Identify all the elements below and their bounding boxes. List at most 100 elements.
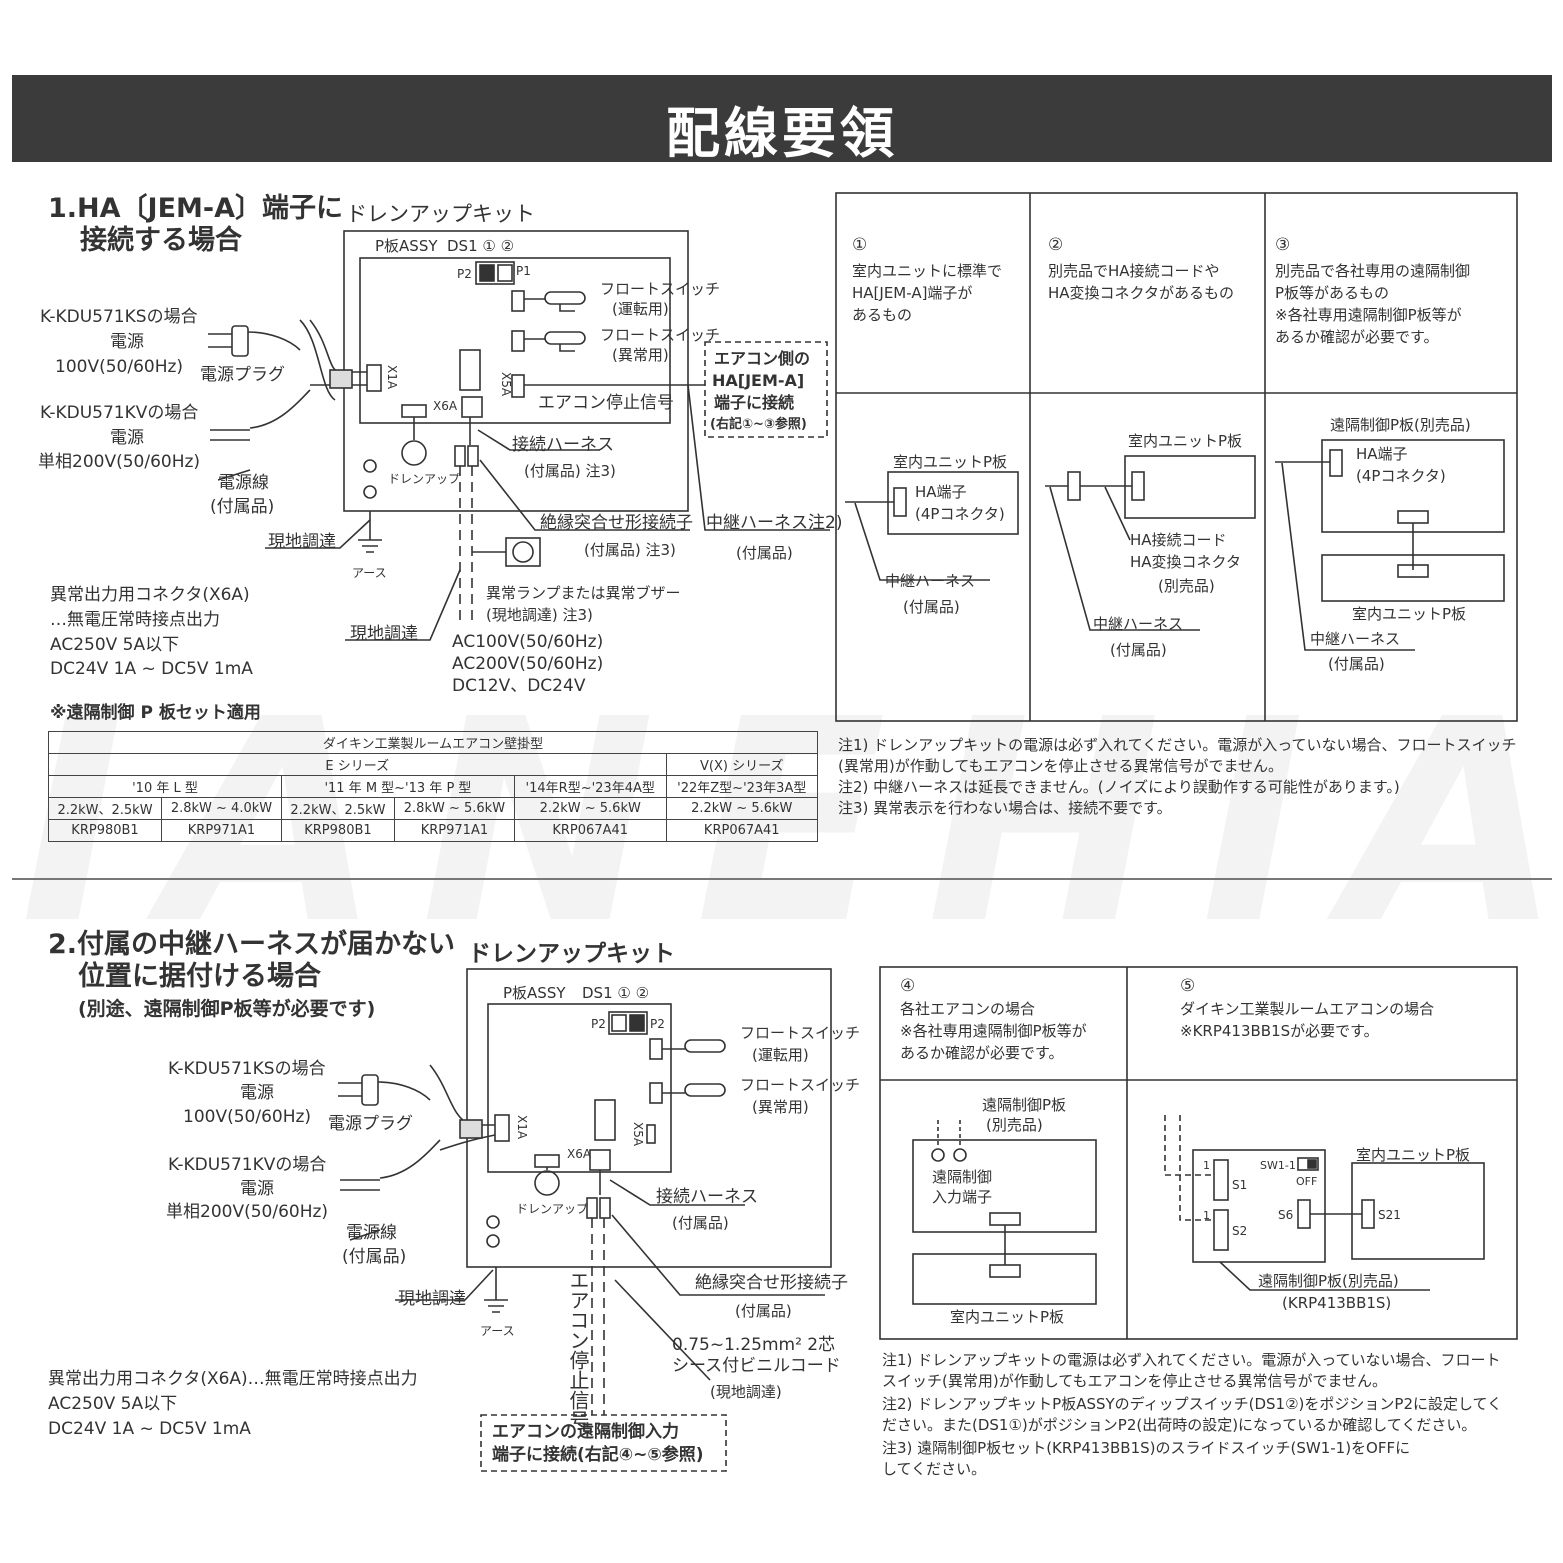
s2-power: 電源 bbox=[240, 1083, 274, 1103]
spec-part: KRP980B1 bbox=[280, 819, 395, 842]
spec-model: '10 年 L 型 bbox=[48, 775, 282, 798]
panel2-outline bbox=[879, 966, 1518, 1340]
p1-col2-conv: HA変換コネクタ bbox=[1130, 553, 1241, 571]
panel1-outline bbox=[835, 192, 1518, 722]
s1-title-line1: 1.HA〔JEM-A〕端子に bbox=[48, 193, 343, 224]
p2-col5-model: (KRP413BB1S) bbox=[1282, 1294, 1392, 1312]
spec-part: KRP971A1 bbox=[161, 819, 282, 842]
s1-v100: 100V(50/60Hz) bbox=[55, 357, 184, 377]
s1-earth: アース bbox=[352, 566, 387, 580]
s2-x6a-desc-1: 異常出力用コネクタ(X6A)…無電圧常時接点出力 bbox=[48, 1369, 418, 1389]
s1-x6a-desc-1: 異常出力用コネクタ(X6A) bbox=[50, 585, 250, 605]
p1-col2-board: 室内ユニットP板 bbox=[1128, 432, 1243, 450]
s2-earth: アース bbox=[480, 1324, 515, 1338]
s2-cable-field: (現地調達) bbox=[710, 1383, 782, 1401]
s1-ha-box-4: (右記①~③参照) bbox=[710, 417, 807, 432]
p1-col3-text-2: P板等があるもの bbox=[1275, 284, 1390, 302]
s2-remote-box-2: 端子に接続(右記④~⑤参照) bbox=[492, 1445, 704, 1465]
s2-cable2: シース付ビニルコード bbox=[672, 1356, 841, 1376]
s2-power2: 電源 bbox=[240, 1179, 274, 1199]
p1-col1-text-2: HA[JEM-A]端子が bbox=[852, 284, 973, 302]
s1-x6a: X6A bbox=[433, 399, 458, 413]
s1-title-line2: 接続する場合 bbox=[80, 225, 242, 256]
s1-dc: DC12V、DC24V bbox=[452, 676, 586, 696]
s1-float-err-2: (異常用) bbox=[612, 346, 669, 364]
p1-col2-relay-sub: (付属品) bbox=[1110, 641, 1167, 659]
s2-x5a: X5A bbox=[631, 1122, 645, 1147]
p2-col5-one-b: 1 bbox=[1203, 1209, 1210, 1222]
s1-field1: 現地調達 bbox=[268, 532, 336, 552]
s2-x6a-desc-3: DC24V 1A ~ DC5V 1mA bbox=[48, 1419, 251, 1439]
p1-col3-board: 遠隔制御P板(別売品) bbox=[1330, 416, 1471, 434]
s2-v200: 単相200V(50/60Hz) bbox=[166, 1202, 329, 1222]
s1-power-cord-included: (付属品) bbox=[210, 497, 275, 517]
p2-col4-input-1: 遠隔制御 bbox=[932, 1168, 993, 1186]
p1-col1-relay: 中継ハーネス bbox=[885, 572, 976, 590]
s2-float-run-1: フロートスイッチ bbox=[740, 1024, 861, 1042]
s1-ha-box-1: エアコン側の bbox=[714, 349, 811, 368]
s1-kdu-kv: K-KDU571KVの場合 bbox=[40, 403, 199, 423]
p1-col3-text-4: あるか確認が必要です。 bbox=[1275, 328, 1439, 346]
p1-col3-relay-sub: (付属品) bbox=[1328, 655, 1385, 673]
s1-x5a: X5A bbox=[499, 372, 513, 397]
s1-ac200: AC200V(50/60Hz) bbox=[452, 654, 604, 674]
s2-p2b: P2 bbox=[650, 1017, 665, 1031]
s1-kit-label: ドレンアップキット bbox=[346, 202, 535, 226]
s2-x1a: X1A bbox=[515, 1115, 529, 1140]
s2-stop-signal: エアコン停止信号 bbox=[566, 1270, 590, 1430]
spec-capacity: 2.8kW ~ 5.6kW bbox=[393, 797, 515, 820]
s2-float-err-1: フロートスイッチ bbox=[740, 1076, 861, 1094]
p2-col4-input-2: 入力端子 bbox=[932, 1188, 993, 1206]
s1-float-run-2: (運転用) bbox=[612, 300, 669, 318]
s2-x6a: X6A bbox=[567, 1147, 592, 1161]
s1-lamp-note: (現地調達) 注3) bbox=[486, 606, 593, 624]
notes2-line3: 注2) ドレンアップキットP板ASSYのディップスイッチ(DS1②)をポジション… bbox=[882, 1395, 1503, 1413]
p1-col2-num: ② bbox=[1048, 235, 1064, 255]
s2-float-err-2: (異常用) bbox=[752, 1098, 809, 1116]
p2-col5-remote: 遠隔制御P板(別売品) bbox=[1258, 1272, 1399, 1290]
spec-model: '14年R型~'23年4A型 bbox=[513, 775, 667, 798]
s2-power-cord: 電源線 bbox=[346, 1223, 397, 1243]
spec-table-header: ダイキン工業製ルームエアコン壁掛型 bbox=[48, 731, 818, 754]
spec-series-v: V(X) シリーズ bbox=[665, 753, 819, 776]
s1-x6a-desc-2: …無電圧常時接点出力 bbox=[50, 610, 220, 630]
p2-col5-s1: S1 bbox=[1232, 1178, 1248, 1192]
p1-col2-text-1: 別売品でHA接続コードや bbox=[1048, 262, 1220, 280]
p2-col4-board: 遠隔制御P板 bbox=[982, 1096, 1067, 1114]
p2-col4-sold: (別売品) bbox=[986, 1116, 1043, 1134]
spec-capacity: 2.2kW ~ 5.6kW bbox=[513, 797, 667, 820]
s1-ins-terminal-note: (付属品) 注3) bbox=[584, 541, 676, 559]
s1-motor-label: ドレンアップ bbox=[388, 472, 461, 486]
s1-p1: P1 bbox=[516, 264, 531, 278]
notes1-line1: 注1) ドレンアップキットの電源は必ず入れてください。電源が入っていない場合、フ… bbox=[838, 736, 1517, 754]
s1-pboard-outline bbox=[359, 257, 671, 424]
title-banner: 配線要領 bbox=[12, 75, 1552, 165]
spec-capacity: 2.2kW、2.5kW bbox=[48, 797, 162, 820]
p2-col4-text-2: ※各社専用遠隔制御P板等が bbox=[900, 1022, 1087, 1040]
s2-kdu-ks: K-KDU571KSの場合 bbox=[168, 1059, 326, 1079]
s1-v200: 単相200V(50/60Hz) bbox=[38, 452, 201, 472]
p2-col5-text-1: ダイキン工業製ルームエアコンの場合 bbox=[1180, 1000, 1435, 1018]
spec-capacity: 2.8kW ~ 4.0kW bbox=[161, 797, 282, 820]
p1-col3-text-1: 別売品で各社専用の遠隔制御 bbox=[1275, 262, 1471, 280]
s2-power-plug: 電源プラグ bbox=[328, 1114, 413, 1134]
s1-ac-stop: エアコン停止信号 bbox=[538, 393, 674, 413]
p1-col2-sold: (別売品) bbox=[1158, 577, 1215, 595]
s2-kdu-kv: K-KDU571KVの場合 bbox=[168, 1155, 327, 1175]
spec-part: KRP971A1 bbox=[393, 819, 515, 842]
s2-title-line1: 2.付属の中継ハーネスが届かない bbox=[48, 929, 456, 960]
spec-series-e: E シリーズ bbox=[48, 753, 667, 776]
p2-col5-num: ⑤ bbox=[1180, 976, 1196, 996]
s2-float-run-2: (運転用) bbox=[752, 1046, 809, 1064]
p2-col5-off: OFF bbox=[1296, 1175, 1318, 1188]
s1-conn-harness-note: (付属品) 注3) bbox=[524, 462, 616, 480]
s1-x6a-desc-4: DC24V 1A ~ DC5V 1mA bbox=[50, 659, 253, 679]
s1-power2: 電源 bbox=[110, 428, 144, 448]
p2-col5-text-2: ※KRP413BB1Sが必要です。 bbox=[1180, 1022, 1379, 1040]
spec-part: KRP980B1 bbox=[48, 819, 162, 842]
p2-col5-s21: S21 bbox=[1378, 1208, 1401, 1222]
p2-col4-num: ④ bbox=[900, 976, 916, 996]
p1-col1-text-3: あるもの bbox=[852, 306, 913, 324]
notes1-line2: (異常用)が作動してもエアコンを停止させる異常信号がでません。 bbox=[838, 757, 1284, 775]
